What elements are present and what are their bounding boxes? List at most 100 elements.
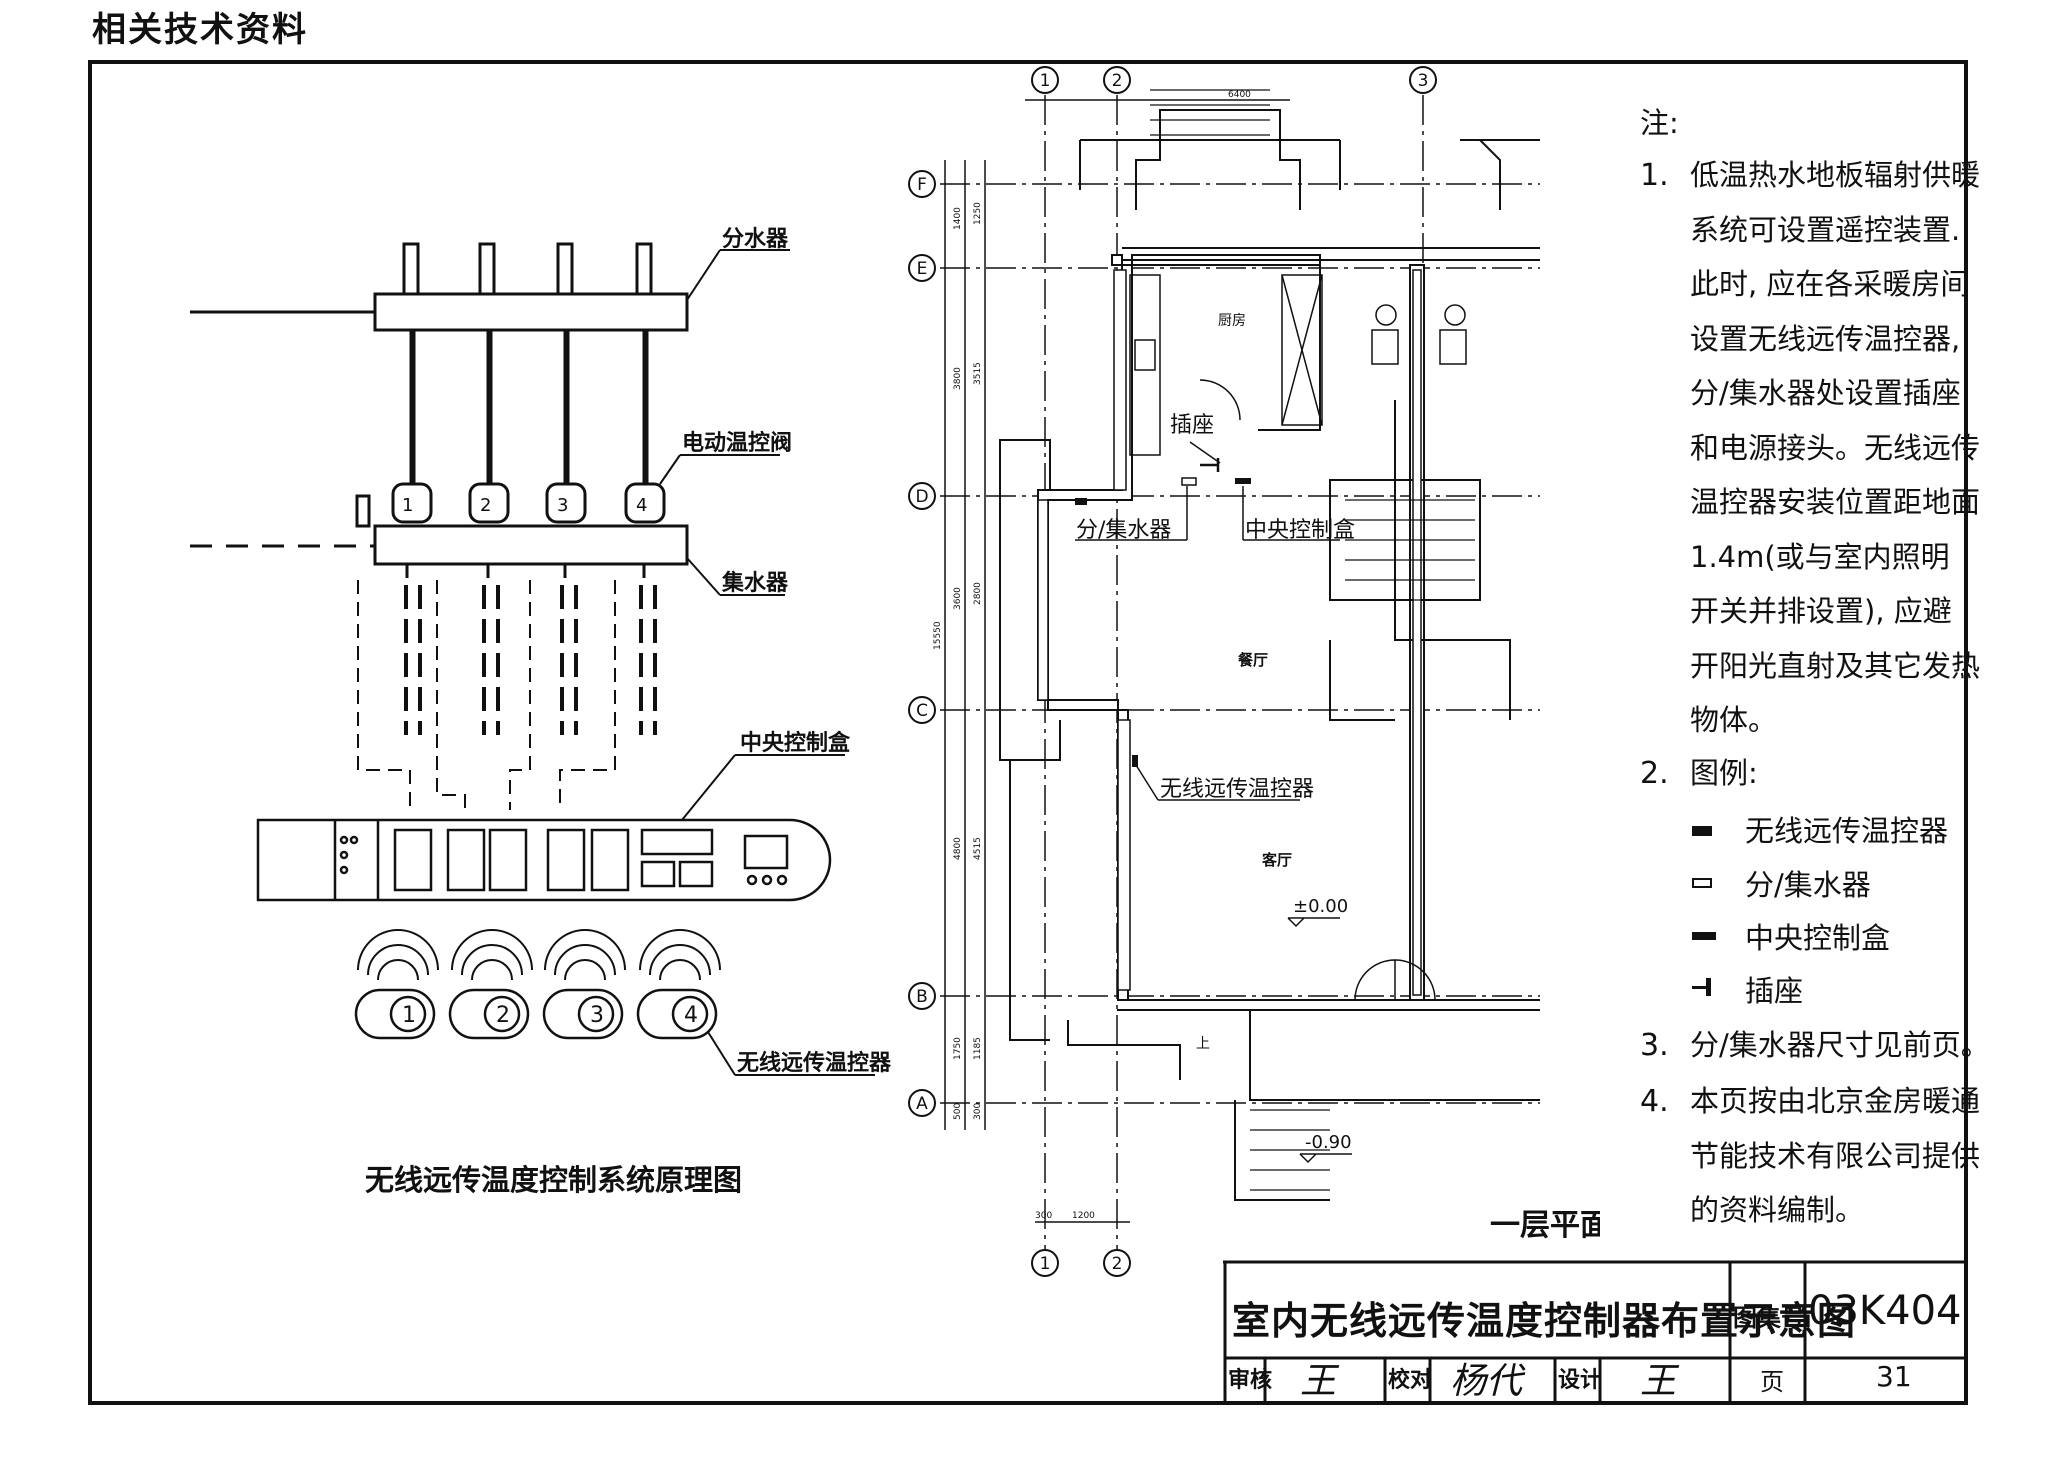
check-signature: 杨代	[1450, 1361, 1523, 1402]
legend-remote-label: 无线远传温控器	[1745, 814, 1949, 848]
distributor-manifold	[190, 242, 689, 484]
axis-bubble	[908, 254, 936, 282]
dimension-bottom: 1200	[1072, 1211, 1095, 1221]
note-line: 物体。	[1690, 703, 1778, 737]
room-label-kitchen: 厨房	[1218, 313, 1246, 329]
valve-flange	[355, 494, 371, 528]
dimension-top: 6400	[1228, 90, 1251, 100]
elevation-marker	[1287, 917, 1340, 928]
valve-number: 2	[480, 495, 491, 516]
legend-control-box-label: 中央控制盒	[1745, 921, 1891, 955]
dimension-left: 300	[973, 1103, 983, 1120]
page-number: 31	[1876, 1360, 1912, 1393]
note-number: 4.	[1640, 1084, 1669, 1119]
electric-valve	[624, 482, 666, 524]
note-number: 1.	[1640, 158, 1669, 193]
stair-up-label: 上	[1196, 1036, 1210, 1052]
valve-leader	[659, 454, 681, 485]
dimension-bottom: 300	[1035, 1211, 1052, 1221]
dimension-left: 500	[953, 1103, 963, 1120]
socket-leader	[1189, 441, 1221, 464]
note-line: 此时, 应在各采暖房间	[1690, 267, 1970, 301]
dimension-left: 1250	[973, 202, 983, 225]
collector-leader	[686, 557, 721, 596]
valve-label: 电动温控阀	[682, 430, 792, 456]
remote-symbol	[1075, 498, 1087, 505]
doors	[1199, 379, 1436, 1001]
note-line: 和电源接头。无线远传	[1690, 430, 1981, 465]
stair-steps	[1150, 89, 1475, 1191]
axis-label: B	[916, 987, 928, 1007]
note-line: 分/集水器处设置插座	[1690, 376, 1961, 410]
atlas-number: 03K404	[1808, 1288, 1962, 1334]
valve-number: 4	[636, 495, 647, 516]
axis-label: E	[917, 259, 928, 279]
valve-number: 3	[557, 495, 568, 516]
central-control-box	[256, 818, 832, 902]
control-box-label: 中央控制盒	[740, 730, 851, 756]
electric-valve	[545, 482, 587, 524]
distributor-symbol	[1181, 477, 1197, 486]
notes-heading: 注:	[1640, 106, 1679, 140]
axis-bubble	[908, 1089, 936, 1117]
axis-label: 3	[1418, 71, 1429, 91]
axis-label: C	[916, 701, 928, 721]
dimension-left: 1750	[953, 1037, 963, 1060]
control-box-leader	[681, 754, 736, 821]
axis-label: D	[915, 487, 928, 507]
axis-bubble	[1103, 1249, 1131, 1277]
check-label: 校对	[1388, 1368, 1433, 1393]
remote-label-plan: 无线远传温控器	[1160, 777, 1314, 802]
dimension-left: 4800	[953, 837, 963, 860]
axis-bubble	[1031, 66, 1059, 94]
axis-bubble	[908, 170, 936, 198]
axis-lines	[940, 95, 1540, 1250]
kitchen-fixtures	[1129, 274, 1323, 456]
distributor-leader	[686, 249, 721, 301]
elevation-ground: -0.90	[1305, 1132, 1352, 1153]
remote-number: 1	[402, 1003, 416, 1028]
walls	[999, 109, 1540, 1201]
axis-bubble	[908, 482, 936, 510]
socket-symbol	[1200, 458, 1220, 472]
socket-label: 插座	[1170, 413, 1214, 438]
axis-label: F	[917, 175, 927, 195]
wall-hatching	[1037, 269, 1422, 996]
review-signature: 王	[1300, 1361, 1337, 1402]
dimension-left: 3800	[953, 367, 963, 390]
schematic-title: 无线远传温度控制系统原理图	[365, 1163, 742, 1197]
schematic-diagram: 分水器 1 2 3 4 电动温控阀 集水器	[190, 227, 892, 1197]
note-line: 设置无线远传温控器,	[1690, 321, 1961, 356]
bathroom-fixtures	[1371, 304, 1467, 365]
distributor-label: 分水器	[722, 227, 789, 252]
note-line: 图例:	[1690, 756, 1758, 790]
note-number: 3.	[1640, 1028, 1669, 1063]
axis-bubble	[1103, 66, 1131, 94]
axis-label: 1	[1040, 1254, 1051, 1274]
note-4: 本页按由北京金房暖通 节能技术有限公司提供 的资料编制。	[1690, 1074, 1980, 1238]
legend-control-box-icon	[1692, 932, 1716, 940]
axis-bubbles	[908, 66, 1437, 1277]
dimension-left: 1185	[973, 1037, 983, 1060]
axis-bubble	[1409, 66, 1437, 94]
floor-heating-loops	[404, 585, 657, 735]
note-1: 低温热水地板辐射供暖 系统可设置遥控装置. 此时, 应在各采暖房间 设置无线远传…	[1690, 148, 1980, 748]
dimension-left: 3515	[973, 362, 983, 385]
collector-label: 集水器	[721, 570, 789, 596]
note-line: 低温热水地板辐射供暖	[1690, 158, 1981, 192]
review-label: 审核	[1228, 1368, 1273, 1393]
legend-distributor-icon	[1692, 878, 1712, 888]
dimension-lines	[944, 99, 1290, 1223]
axis-bubble	[908, 696, 936, 724]
page-label: 页	[1760, 1368, 1784, 1396]
elevation-marker	[1299, 1153, 1352, 1164]
collector-manifold	[190, 524, 689, 578]
axis-bubble	[908, 982, 936, 1010]
room-label-living: 客厅	[1261, 851, 1292, 869]
legend-socket-icon-bar	[1706, 978, 1711, 996]
remote-number: 2	[496, 1003, 510, 1028]
control-box-label-plan: 中央控制盒	[1245, 518, 1355, 543]
dimension-total: 15550	[933, 621, 943, 650]
remote-leader	[707, 1031, 736, 1076]
drawing-frame	[88, 60, 1968, 1405]
